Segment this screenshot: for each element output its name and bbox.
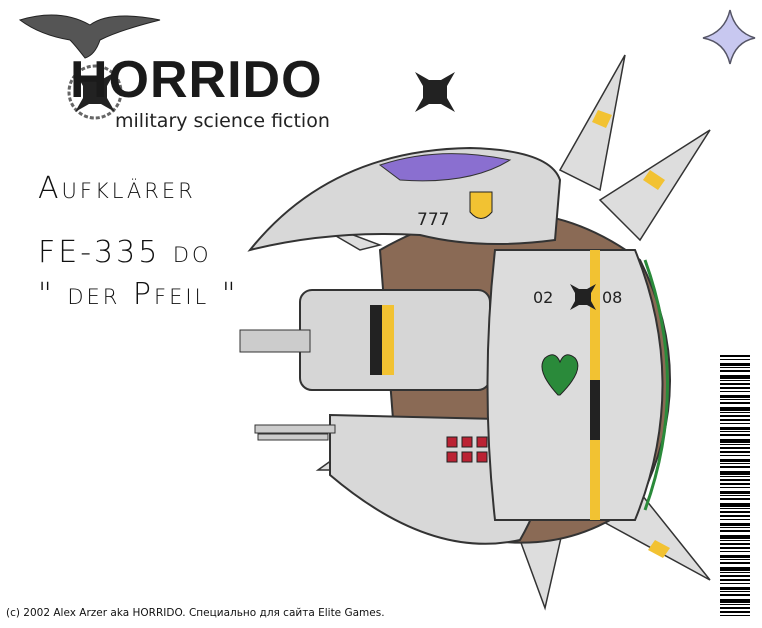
barcode-bar	[720, 551, 750, 552]
barcode-bar	[720, 527, 750, 528]
barcode-bar	[720, 583, 750, 584]
barcode-bar	[720, 495, 750, 496]
barcode-bar	[720, 535, 750, 539]
ship-model: FE-335 do	[38, 235, 212, 270]
barcode-bar	[720, 575, 750, 577]
barcode-bar	[720, 399, 750, 400]
logo-wordmark: HORRIDO	[70, 51, 323, 109]
barcode-bar	[720, 375, 750, 379]
fuselage	[299, 289, 491, 391]
copyright-text: (c) 2002 Alex Arzer aka HORRIDO. Специал…	[6, 607, 385, 619]
barcode-bar	[720, 487, 750, 488]
spike-stripes	[592, 110, 670, 558]
barcode-bar	[720, 511, 750, 513]
barcode-bar	[720, 555, 750, 558]
barcode-bar	[720, 543, 750, 545]
barcode-bar	[720, 615, 750, 616]
barcode-bar	[720, 572, 750, 573]
main-hull	[486, 249, 664, 521]
barcode-bar	[720, 380, 750, 381]
ship-type: Aufklärer	[38, 171, 196, 206]
barcode-bar	[720, 427, 750, 430]
barcode-bar	[720, 519, 750, 520]
barcode-bar	[720, 599, 750, 603]
barcode-bar	[720, 383, 750, 385]
iron-cross-icon	[415, 72, 455, 112]
barcode-bar	[720, 483, 750, 485]
star-icon	[702, 9, 756, 65]
barcode-bar	[720, 604, 750, 605]
barcode-bar	[720, 391, 750, 392]
barcode-bar	[720, 407, 750, 411]
barcode-bar	[720, 415, 750, 417]
cannon	[239, 329, 311, 353]
barcode-bar	[720, 547, 750, 549]
barcode-bar	[720, 387, 750, 389]
barcode-bar	[720, 591, 750, 592]
eagle-emblem	[18, 14, 161, 59]
barcode-bar	[720, 611, 750, 613]
barcode-bar	[720, 367, 750, 368]
barcode-bar	[720, 370, 750, 372]
barcode-bar	[720, 359, 750, 360]
barcode-bar	[720, 562, 750, 564]
barcode-bar	[720, 463, 750, 464]
hull-code-left: 02	[533, 288, 553, 307]
logo-subtitle: military science fiction	[115, 110, 330, 132]
barcode-bar	[720, 523, 750, 526]
barcode-bar	[720, 423, 750, 424]
ship-name: " der Pfeil "	[38, 277, 239, 312]
barcode-bar	[720, 451, 750, 453]
barcode-bar	[720, 402, 750, 404]
barcode-bar	[720, 491, 750, 494]
barcode-bar	[720, 498, 750, 500]
crest-badge	[469, 191, 493, 219]
barcode-bar	[720, 355, 750, 357]
barcode-bar	[720, 412, 750, 413]
barcode-bar	[720, 455, 750, 456]
barcode-bar	[720, 363, 750, 366]
lower-cannon	[254, 424, 336, 434]
heart-badge	[541, 354, 579, 396]
canopy	[378, 153, 512, 182]
missile-pods	[446, 436, 488, 463]
barcode-bar	[720, 587, 750, 590]
barcode-bar	[720, 395, 750, 398]
barcode-bar	[720, 459, 750, 462]
barcode	[720, 355, 750, 617]
barcode-bar	[720, 515, 750, 517]
barcode-bar	[720, 567, 750, 571]
barcode-bar	[720, 503, 750, 507]
barcode-bar	[720, 579, 750, 581]
barcode-bar	[720, 594, 750, 596]
barcode-bar	[720, 439, 750, 443]
iron-cross-icon	[570, 284, 596, 310]
barcode-bar	[720, 607, 750, 609]
lower-cannon	[257, 433, 329, 441]
barcode-bar	[720, 476, 750, 477]
upper-wing	[247, 146, 562, 252]
hull-code-right: 08	[602, 288, 622, 307]
barcode-bar	[720, 419, 750, 421]
barcode-bar	[720, 466, 750, 468]
barcode-bar	[720, 444, 750, 445]
barcode-bar	[720, 479, 750, 481]
barcode-bar	[720, 540, 750, 541]
barcode-bar	[720, 530, 750, 532]
iron-cross-icon	[67, 64, 123, 120]
barcode-bar	[720, 434, 750, 436]
barcode-bar	[720, 559, 750, 560]
barcode-bar	[720, 431, 750, 432]
hull-number: 777	[417, 210, 449, 230]
barcode-bar	[720, 471, 750, 475]
barcode-bar	[720, 508, 750, 509]
barcode-bar	[720, 447, 750, 449]
